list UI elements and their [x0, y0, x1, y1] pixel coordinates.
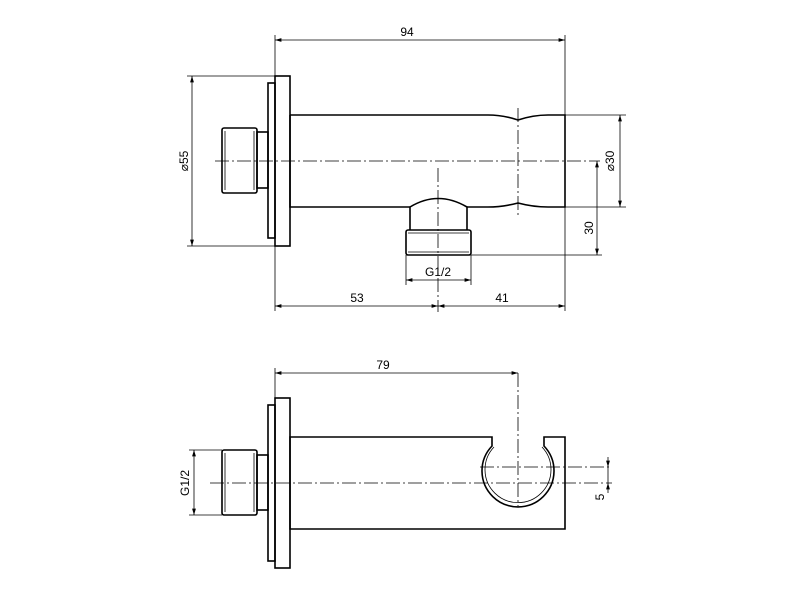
dim-5: 5: [593, 493, 607, 500]
dim-94: 94: [400, 25, 414, 39]
dim-41: 41: [495, 291, 509, 305]
inlet-thread: [221, 449, 258, 516]
wall-plate: [267, 82, 276, 239]
dim-diameter-55: ⌀55: [177, 150, 191, 171]
inlet-neck: [256, 454, 269, 511]
outlet-nut: [405, 229, 472, 256]
holder-body: [289, 436, 566, 530]
inlet-neck: [256, 131, 269, 189]
dim-outlet-thread: G1/2: [425, 265, 451, 279]
top-view: 94 ⌀55 ⌀30 30 G1/2 53 41: [177, 25, 626, 312]
outlet-body: [409, 197, 468, 230]
inlet-thread: [221, 127, 258, 194]
tube-body: [289, 114, 566, 208]
dim-30: 30: [582, 221, 596, 235]
dim-79: 79: [376, 358, 390, 372]
dim-inlet-thread: G1/2: [178, 470, 192, 496]
dim-53: 53: [350, 291, 364, 305]
bottom-view: 79 G1/2 5: [178, 358, 612, 569]
dim-diameter-30: ⌀30: [603, 150, 617, 171]
